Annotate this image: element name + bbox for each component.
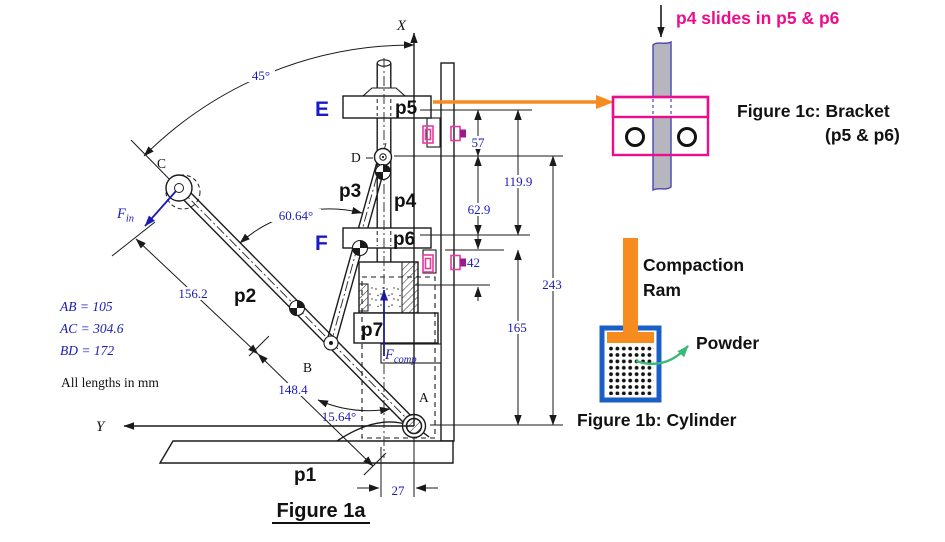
point-f: F <box>315 232 328 255</box>
bracket-pointer-arrowhead <box>596 95 614 109</box>
dim-42: 42 <box>467 255 480 270</box>
ram-label-line1: Compaction <box>643 255 744 275</box>
ram-foot <box>607 332 654 343</box>
base-plate-p1 <box>158 440 454 464</box>
offset-dimension: 27 <box>357 437 438 498</box>
point-b: B <box>303 360 312 375</box>
com-symbol-p3 <box>351 239 369 257</box>
powder-pointer-arrow <box>635 345 689 366</box>
angle-annotations: 45° 60.64° 15.64° <box>143 41 415 424</box>
callout-note: p4 slides in p5 & p6 <box>676 8 840 28</box>
note-units: All lengths in mm <box>61 375 159 390</box>
figure1b-caption: Figure 1b: Cylinder <box>577 410 737 430</box>
bracket-hole-left <box>625 127 645 147</box>
point-c: C <box>157 156 166 171</box>
dim-243: 243 <box>542 277 562 292</box>
powder-dots <box>607 345 654 395</box>
dim-148-4: 148.4 <box>278 382 308 397</box>
axis-y-label: Y <box>96 419 106 435</box>
dimension-stack: 57 62.9 119.9 165 243 42 <box>394 109 571 426</box>
bolt-row-lower <box>422 254 466 273</box>
com-symbol-p2 <box>288 299 306 317</box>
note-bd: BD = 172 <box>60 343 114 358</box>
compaction-ram-rod <box>623 238 638 337</box>
dim-165: 165 <box>507 320 527 335</box>
cylinder-p7 <box>353 261 442 439</box>
frame-column <box>440 62 455 442</box>
length-notes: AB = 105 AC = 304.6 BD = 172 All lengths… <box>59 299 159 390</box>
axis-y: Y <box>96 419 414 435</box>
lever-chain-dimension: 156.2 148.4 <box>111 221 387 476</box>
dim-57: 57 <box>472 135 486 150</box>
point-e: E <box>315 98 329 121</box>
label-p6: p6 <box>393 229 415 250</box>
dim-62-9: 62.9 <box>468 202 491 217</box>
label-p3: p3 <box>339 181 361 202</box>
label-p5: p5 <box>395 98 418 119</box>
bolts <box>422 125 466 273</box>
joint-d <box>366 147 393 167</box>
label-p1: p1 <box>294 465 317 486</box>
bracket-p5 <box>342 95 432 119</box>
lever-extension-line <box>130 139 176 186</box>
angle-60-64: 60.64° <box>279 208 313 223</box>
note-ab: AB = 105 <box>59 299 113 314</box>
label-p2: p2 <box>234 286 256 307</box>
force-fin: Fin <box>116 190 177 227</box>
angle-45: 45° <box>252 68 270 83</box>
figure1c-caption: Figure 1c: Bracket <box>737 101 890 121</box>
fcomp-box <box>380 343 442 364</box>
dim-156-2: 156.2 <box>178 286 207 301</box>
angle-15-64: 15.64° <box>322 409 356 424</box>
powder-label: Powder <box>696 333 759 353</box>
dim-119-9: 119.9 <box>504 174 533 189</box>
fcomp-label: Fcomp <box>384 347 417 366</box>
figure1b: Compaction Ram Powder Figure 1b: Cylinde… <box>577 238 759 430</box>
label-p7: p7 <box>361 320 383 341</box>
point-a: A <box>419 390 429 405</box>
cylinder-base-block <box>353 312 439 344</box>
callout: p4 slides in p5 & p6 <box>433 5 840 109</box>
axis-x-label: X <box>396 18 407 34</box>
com-symbol-p4 <box>374 163 392 181</box>
note-ac: AC = 304.6 <box>59 321 124 336</box>
fin-label: Fin <box>116 206 134 225</box>
joint-b <box>323 335 339 351</box>
bracket-outline <box>611 95 710 157</box>
figure1c: Figure 1c: Bracket (p5 & p6) <box>611 40 900 192</box>
bracket-top-band <box>611 95 710 119</box>
ram-label-line2: Ram <box>643 280 681 300</box>
powder-fill <box>368 287 402 309</box>
point-labels: A B C D E F <box>157 98 429 405</box>
svg-text:Figure 1a: Figure 1a <box>277 500 367 522</box>
figure1c-caption2: (p5 & p6) <box>825 125 900 145</box>
point-d: D <box>351 150 361 165</box>
label-p4: p4 <box>394 191 417 212</box>
bracket-hole-right <box>677 127 697 147</box>
dim-27: 27 <box>392 483 406 498</box>
part-labels: p1 p2 p3 p4 p5 p6 p7 <box>234 98 418 486</box>
figure1a-caption: Figure 1a <box>272 500 370 524</box>
bolt-row-upper <box>422 125 466 144</box>
